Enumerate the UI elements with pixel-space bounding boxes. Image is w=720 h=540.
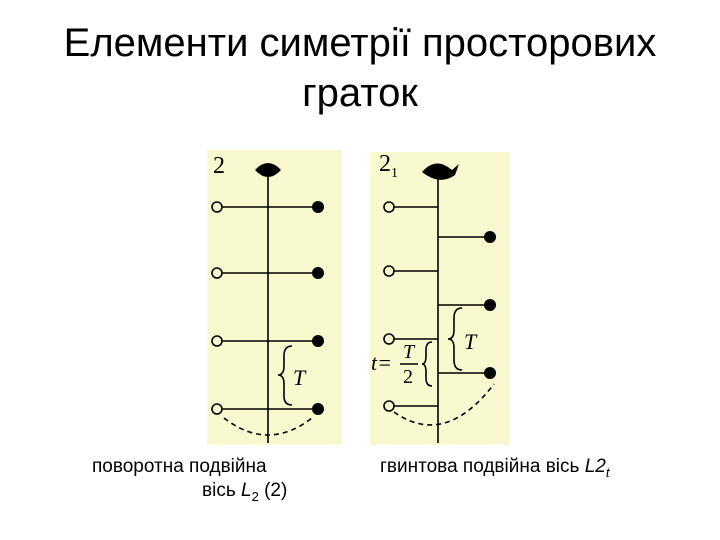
shift-prefix: t= [371, 350, 392, 375]
half-period-brace [421, 341, 433, 387]
rotation-arc [223, 417, 313, 436]
filled-atom-row [438, 231, 496, 243]
left-caption-line-2: вісь L2 (2) [202, 480, 288, 504]
rotation-axis-symbol: 2 [213, 153, 225, 179]
rotation-axis-diagram: 2 T [211, 153, 324, 443]
open-atom-row [383, 333, 438, 345]
screw-axis-symbol: 21 [379, 151, 398, 181]
shift-denominator: 2 [403, 366, 413, 388]
title-line-1: Елементи симетрії просторових [63, 21, 657, 65]
left-caption-line-1: поворотна подвійна [92, 456, 267, 477]
shift-numerator: T [403, 341, 416, 363]
period-label: T [293, 365, 307, 390]
filled-atom-row [438, 299, 496, 311]
screw-arc [393, 383, 495, 426]
atom-pair-row [211, 201, 324, 213]
filled-atom-row [438, 367, 496, 379]
atom-pair-row [211, 335, 324, 347]
period-brace [447, 307, 463, 371]
title-line-2: граток [302, 71, 418, 115]
left-diagram-panel [207, 150, 342, 445]
period-label: T [464, 329, 478, 354]
right-caption: гвинтова подвійна вісь L2t [380, 456, 610, 480]
open-atom-row [383, 201, 438, 213]
slide-title: Елементи симетрії просторових граток [0, 18, 720, 118]
right-diagram-panel [370, 152, 510, 445]
screw-axis-diagram: 21 T [371, 151, 496, 443]
open-atom-row [383, 400, 438, 412]
screw-axis-marker [422, 163, 459, 180]
period-brace [277, 345, 293, 406]
atom-pair-row [211, 267, 324, 279]
atom-pair-row [211, 403, 324, 415]
left-caption: поворотна подвійна вісь L2 (2) [92, 455, 287, 509]
open-atom-row [383, 265, 438, 277]
